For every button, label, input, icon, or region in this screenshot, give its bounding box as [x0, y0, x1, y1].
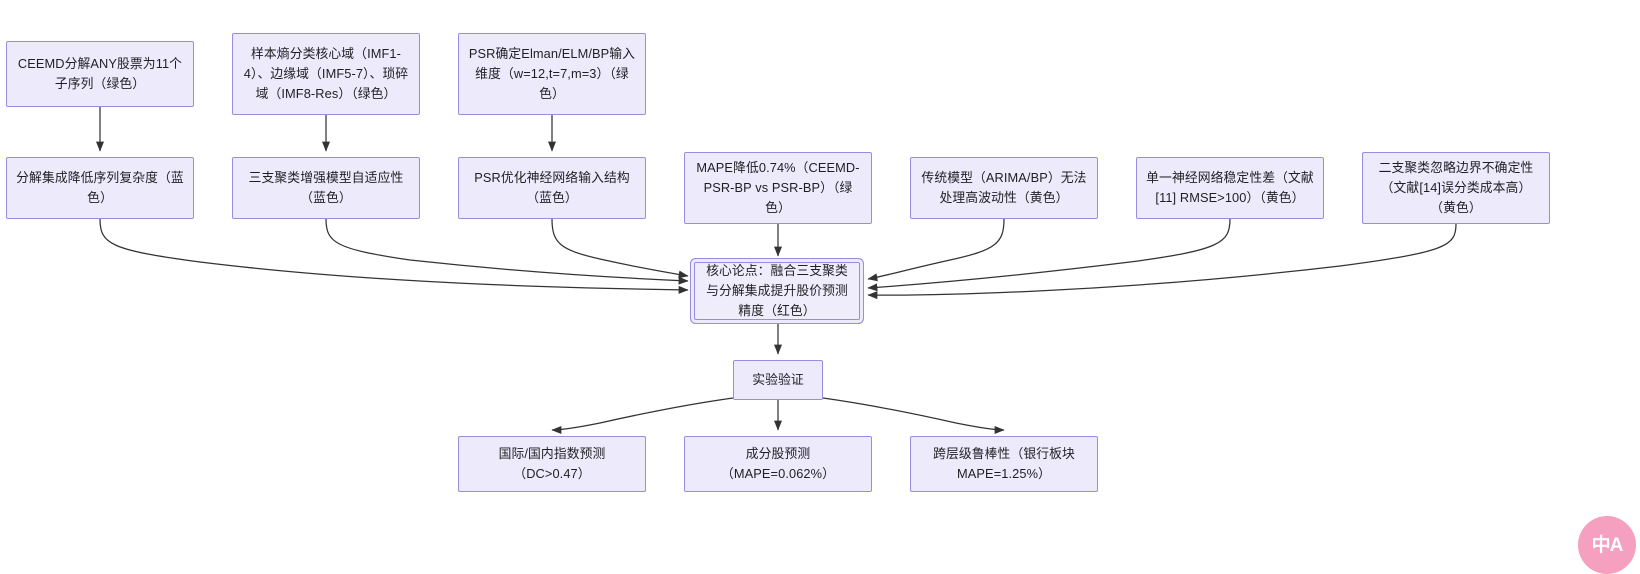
- node-traditional-model-limitation[interactable]: 传统模型（ARIMA/BP）无法处理高波动性（黄色）: [910, 157, 1098, 219]
- node-ceemd-decomposition[interactable]: CEEMD分解ANY股票为11个子序列（绿色）: [6, 41, 194, 107]
- node-index-prediction-result[interactable]: 国际/国内指数预测（DC>0.47）: [458, 436, 646, 492]
- node-label: 单一神经网络稳定性差（文献[11] RMSE>100）（黄色）: [1146, 170, 1314, 205]
- edge-n6-core: [551, 218, 689, 279]
- node-two-way-clustering-boundary[interactable]: 二支聚类忽略边界不确定性（文献[14]误分类成本高）（黄色）: [1362, 152, 1550, 224]
- node-label: PSR确定Elman/ELM/BP输入维度（w=12,t=7,m=3）（绿色）: [468, 46, 636, 101]
- node-core-thesis[interactable]: 核心论点：融合三支聚类与分解集成提升股价预测精度（红色）: [694, 262, 860, 320]
- node-label: 分解集成降低序列复杂度（蓝色）: [16, 170, 184, 205]
- edge-n9-core: [867, 218, 1231, 292]
- node-psr-optimizes-network-input[interactable]: PSR优化神经网络输入结构（蓝色）: [458, 157, 646, 219]
- edge-exp-r3: [822, 397, 1005, 434]
- node-label: 国际/国内指数预测（DC>0.47）: [498, 446, 606, 481]
- node-label: 跨层级鲁棒性（银行板块MAPE=1.25%）: [933, 446, 1075, 481]
- node-label: 实验验证: [752, 372, 804, 388]
- node-label: 成分股预测（MAPE=0.062%）: [720, 446, 836, 481]
- edge-exp-r1: [551, 397, 734, 434]
- node-label: 样本熵分类核心域（IMF1-4）、边缘域（IMF5-7）、琐碎域（IMF8-Re…: [243, 46, 409, 101]
- edge-n8-core: [867, 218, 1005, 282]
- node-mape-reduction[interactable]: MAPE降低0.74%（CEEMD-PSR-BP vs PSR-BP）（绿色）: [684, 152, 872, 224]
- node-label: 传统模型（ARIMA/BP）无法处理高波动性（黄色）: [921, 170, 1087, 205]
- node-label: CEEMD分解ANY股票为11个子序列（绿色）: [17, 56, 183, 91]
- watermark-logo: 中A: [1578, 516, 1636, 574]
- node-constituent-stock-result[interactable]: 成分股预测（MAPE=0.062%）: [684, 436, 872, 492]
- node-label: 三支聚类增强模型自适应性（蓝色）: [248, 170, 404, 205]
- node-label: 二支聚类忽略边界不确定性（文献[14]误分类成本高）（黄色）: [1378, 160, 1534, 215]
- node-single-network-instability[interactable]: 单一神经网络稳定性差（文献[11] RMSE>100）（黄色）: [1136, 157, 1324, 219]
- edge-n4-core: [99, 218, 689, 294]
- node-label: 核心论点：融合三支聚类与分解集成提升股价预测精度（红色）: [706, 263, 848, 318]
- node-decomposition-reduces-complexity[interactable]: 分解集成降低序列复杂度（蓝色）: [6, 157, 194, 219]
- edge-n10-core: [867, 223, 1457, 300]
- node-label: MAPE降低0.74%（CEEMD-PSR-BP vs PSR-BP）（绿色）: [696, 160, 860, 215]
- node-psr-input-dimension[interactable]: PSR确定Elman/ELM/BP输入维度（w=12,t=7,m=3）（绿色）: [458, 33, 646, 115]
- node-experimental-validation[interactable]: 实验验证: [733, 360, 823, 400]
- node-label: PSR优化神经网络输入结构（蓝色）: [474, 170, 630, 205]
- node-sample-entropy-classification[interactable]: 样本熵分类核心域（IMF1-4）、边缘域（IMF5-7）、琐碎域（IMF8-Re…: [232, 33, 420, 115]
- node-three-way-clustering-adaptivity[interactable]: 三支聚类增强模型自适应性（蓝色）: [232, 157, 420, 219]
- edge-n5-core: [325, 218, 689, 285]
- node-cross-level-robustness-result[interactable]: 跨层级鲁棒性（银行板块MAPE=1.25%）: [910, 436, 1098, 492]
- watermark-text: 中A: [1591, 534, 1624, 556]
